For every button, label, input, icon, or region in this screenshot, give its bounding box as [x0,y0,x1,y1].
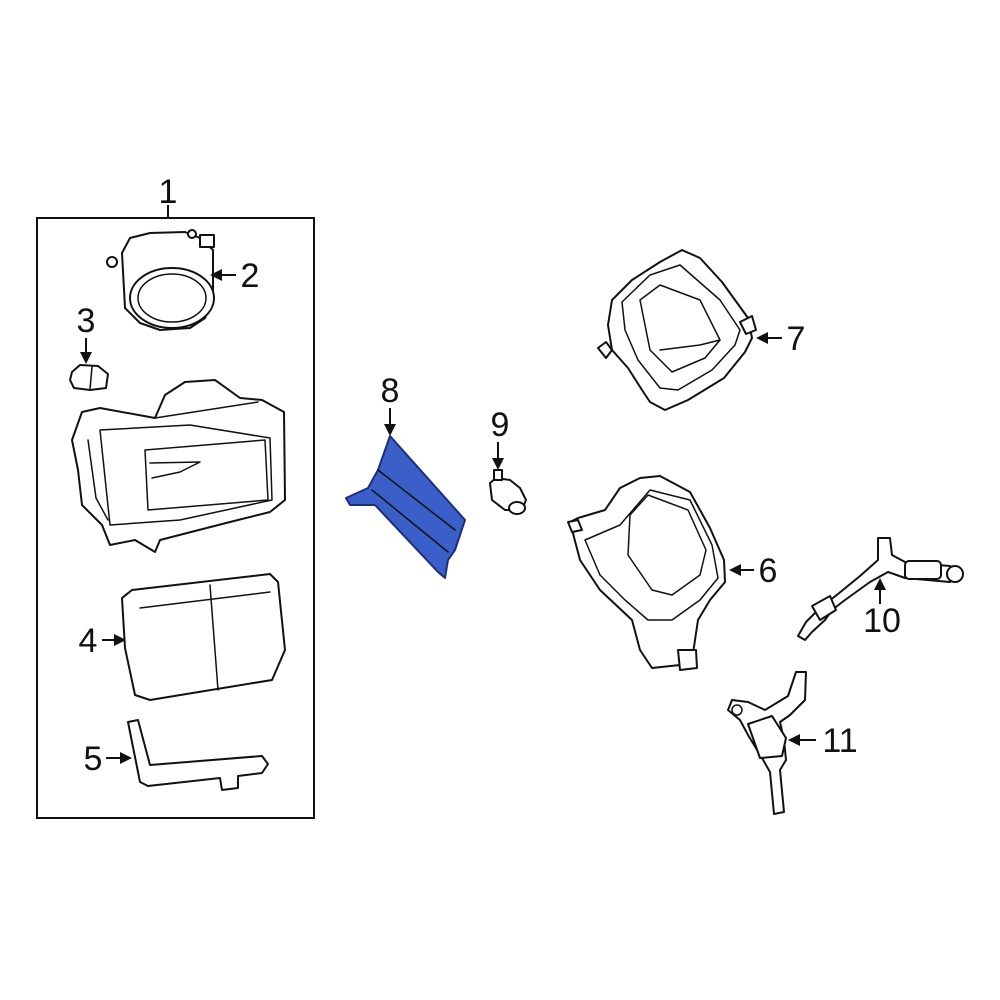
part-3-clip[interactable] [69,364,109,391]
part-11-pipe-bracket[interactable] [727,671,807,815]
part-8-air-duct[interactable] [345,435,466,579]
air-cleaner-housing [71,379,286,553]
part-9-sensor[interactable] [489,469,527,515]
callout-9[interactable]: 9 [491,406,510,444]
callout-4[interactable]: 4 [79,622,98,660]
part-4-filter-element[interactable] [121,573,286,701]
callout-7[interactable]: 7 [787,320,806,358]
callout-1[interactable]: 1 [159,173,178,211]
callout-8[interactable]: 8 [381,372,400,410]
callout-6[interactable]: 6 [759,552,778,590]
part-7-upper-housing[interactable] [597,249,757,411]
part-10-hose[interactable] [797,537,964,641]
part-6-lower-housing[interactable] [567,475,726,671]
part-5-bracket[interactable] [127,719,269,791]
callout-2[interactable]: 2 [241,257,260,295]
callout-5[interactable]: 5 [84,740,103,778]
assembly-1-frame [36,217,315,819]
callout-11[interactable]: 11 [822,722,857,760]
callout-3[interactable]: 3 [77,302,96,340]
part-8-body[interactable] [345,435,466,579]
part-2-intake-collar[interactable] [106,229,215,331]
callout-10[interactable]: 10 [863,602,901,640]
